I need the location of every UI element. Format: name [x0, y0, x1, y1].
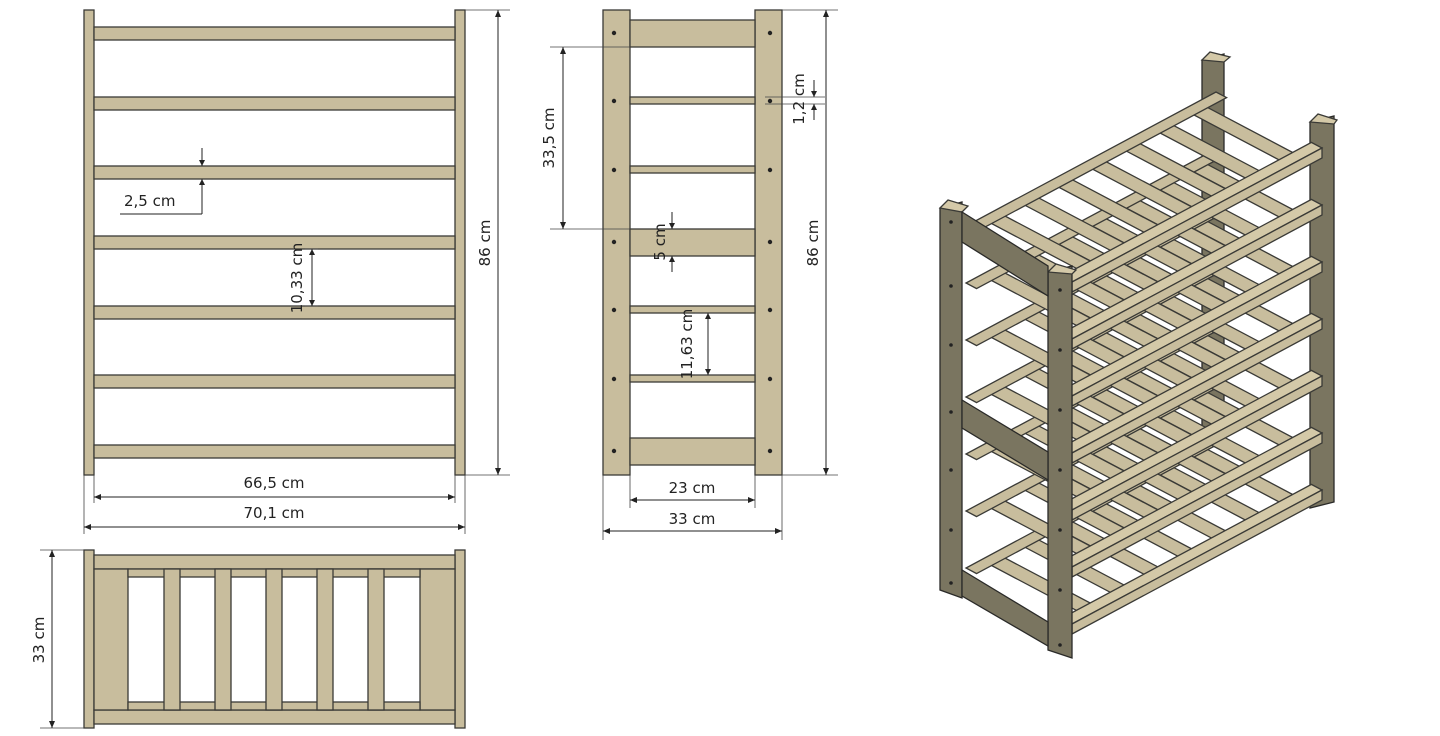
label-side-inner-depth: 23 cm [669, 479, 716, 497]
dimension-rail-thickness: 2,5 cm [120, 148, 205, 215]
iso-shelves [964, 91, 1324, 636]
side-front-post [602, 9, 631, 476]
top-front-rail [93, 709, 456, 725]
top-slat [316, 568, 334, 711]
label-side-outer-depth: 33 cm [669, 510, 716, 528]
iso-side-board-bottom [961, 568, 1049, 648]
label-front-outer-width: 70,1 cm [243, 504, 304, 522]
iso-back-right-post [1309, 115, 1335, 509]
top-end-board [93, 568, 129, 711]
dimension-top-depth: 33 cm [30, 549, 84, 729]
label-side-spacing: 11,63 cm [678, 309, 696, 380]
top-slat [265, 568, 283, 711]
side-view: 33,5 cm 1,2 cm 5 cm 11,63 cm [540, 9, 838, 540]
top-slat [163, 568, 181, 711]
dimension-side-spacing: 11,63 cm [678, 309, 720, 380]
iso-side-board-top [961, 210, 1049, 298]
dimension-side-inner-depth: 23 cm [629, 475, 756, 508]
front-right-post [454, 9, 466, 476]
side-slat [629, 305, 756, 314]
side-slat [629, 165, 756, 174]
top-right-post [454, 549, 466, 729]
label-side-slat-thickness: 1,2 cm [790, 73, 808, 124]
front-rail [93, 444, 456, 459]
dimension-front-outer-width: 70,1 cm [83, 475, 466, 534]
iso-screw-holes [949, 220, 1062, 647]
iso-front-right-post [1047, 265, 1073, 659]
dimension-side-top-span: 33,5 cm [540, 46, 630, 230]
front-rail [93, 165, 456, 180]
label-top-depth: 33 cm [30, 617, 48, 664]
front-rail [93, 235, 456, 250]
top-slat [214, 568, 232, 711]
front-rail [93, 96, 456, 111]
label-side-top-span: 33,5 cm [540, 107, 558, 168]
top-back-rail [93, 554, 456, 570]
side-rail-wide [629, 19, 756, 48]
iso-front-left-post [939, 201, 963, 599]
side-rail-wide [629, 437, 756, 466]
dimension-rail-spacing: 10,33 cm [288, 243, 318, 314]
label-rail-thickness: 2,5 cm [124, 192, 175, 210]
top-slat [367, 568, 385, 711]
isometric-view [938, 51, 1339, 659]
dimension-front-inner-width: 66,5 cm [93, 474, 456, 503]
front-view: 2,5 cm 10,33 cm 86 cm 66,5 cm [83, 9, 510, 534]
top-left-post [83, 549, 95, 729]
iso-side-board-middle [961, 398, 1049, 482]
dimension-side-outer-depth: 33 cm [602, 475, 783, 540]
front-rail [93, 26, 456, 41]
dimension-side-height: 86 cm [782, 9, 838, 476]
front-rail [93, 374, 456, 389]
dimension-front-height: 86 cm [465, 9, 510, 476]
front-left-post [83, 9, 95, 476]
label-rail-spacing: 10,33 cm [288, 243, 306, 314]
screw-holes [611, 30, 773, 454]
label-front-inner-width: 66,5 cm [243, 474, 304, 492]
front-rail [93, 305, 456, 320]
dimension-side-slat-thickness: 1,2 cm [765, 73, 825, 125]
dimension-side-rail-height: 5 cm [651, 212, 675, 272]
label-side-height: 86 cm [804, 220, 822, 267]
top-view: 33 cm [30, 549, 466, 729]
side-slat [629, 374, 756, 383]
side-slat [629, 96, 756, 105]
side-rail-wide [629, 228, 756, 257]
top-end-board [419, 568, 456, 711]
label-side-rail-height: 5 cm [651, 223, 669, 260]
label-front-height: 86 cm [476, 220, 494, 267]
